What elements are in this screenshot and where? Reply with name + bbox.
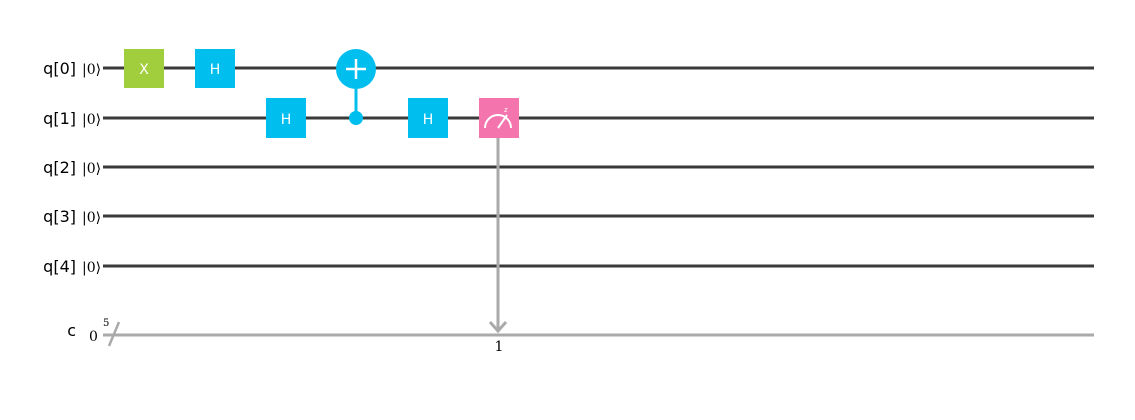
measure-arrowhead [488, 321, 508, 334]
meter-needle [497, 114, 508, 129]
classical-label: c [67, 321, 76, 340]
qubit-label-1: q[1] [43, 109, 76, 128]
classical-init: 0 [89, 329, 98, 345]
qubit-init-3: |0⟩ [82, 210, 101, 226]
qubit-init-4: |0⟩ [82, 260, 101, 276]
x-gate-label: X [139, 62, 149, 78]
meter-icon [484, 114, 512, 129]
cnot-gate [336, 49, 376, 125]
h-gate-q1-second: H [408, 98, 448, 138]
qubit-label-3: q[3] [43, 207, 76, 226]
cnot-control-dot [349, 111, 363, 125]
x-gate: X [124, 49, 164, 88]
meter-z-glyph: z [504, 106, 508, 114]
measure-classical-index: 1 [495, 339, 504, 355]
h-gate-q1-second-label: H [423, 112, 434, 128]
qubit-init-1: |0⟩ [82, 112, 101, 128]
measure-gate: z [479, 98, 519, 334]
classical-bundle-width: 5 [103, 318, 109, 329]
qubit-init-2: |0⟩ [82, 161, 101, 177]
qubit-label-0: q[0] [43, 59, 76, 78]
h-gate-q1-first: H [266, 98, 306, 138]
h-gate-q1-first-label: H [281, 112, 292, 128]
qubit-label-4: q[4] [43, 257, 76, 276]
qubit-label-2: q[2] [43, 158, 76, 177]
qubit-init-0: |0⟩ [82, 62, 101, 78]
classical-bundle-slash [107, 321, 121, 347]
h-gate-q0-label: H [210, 62, 221, 78]
h-gate-q0: H [195, 49, 235, 88]
